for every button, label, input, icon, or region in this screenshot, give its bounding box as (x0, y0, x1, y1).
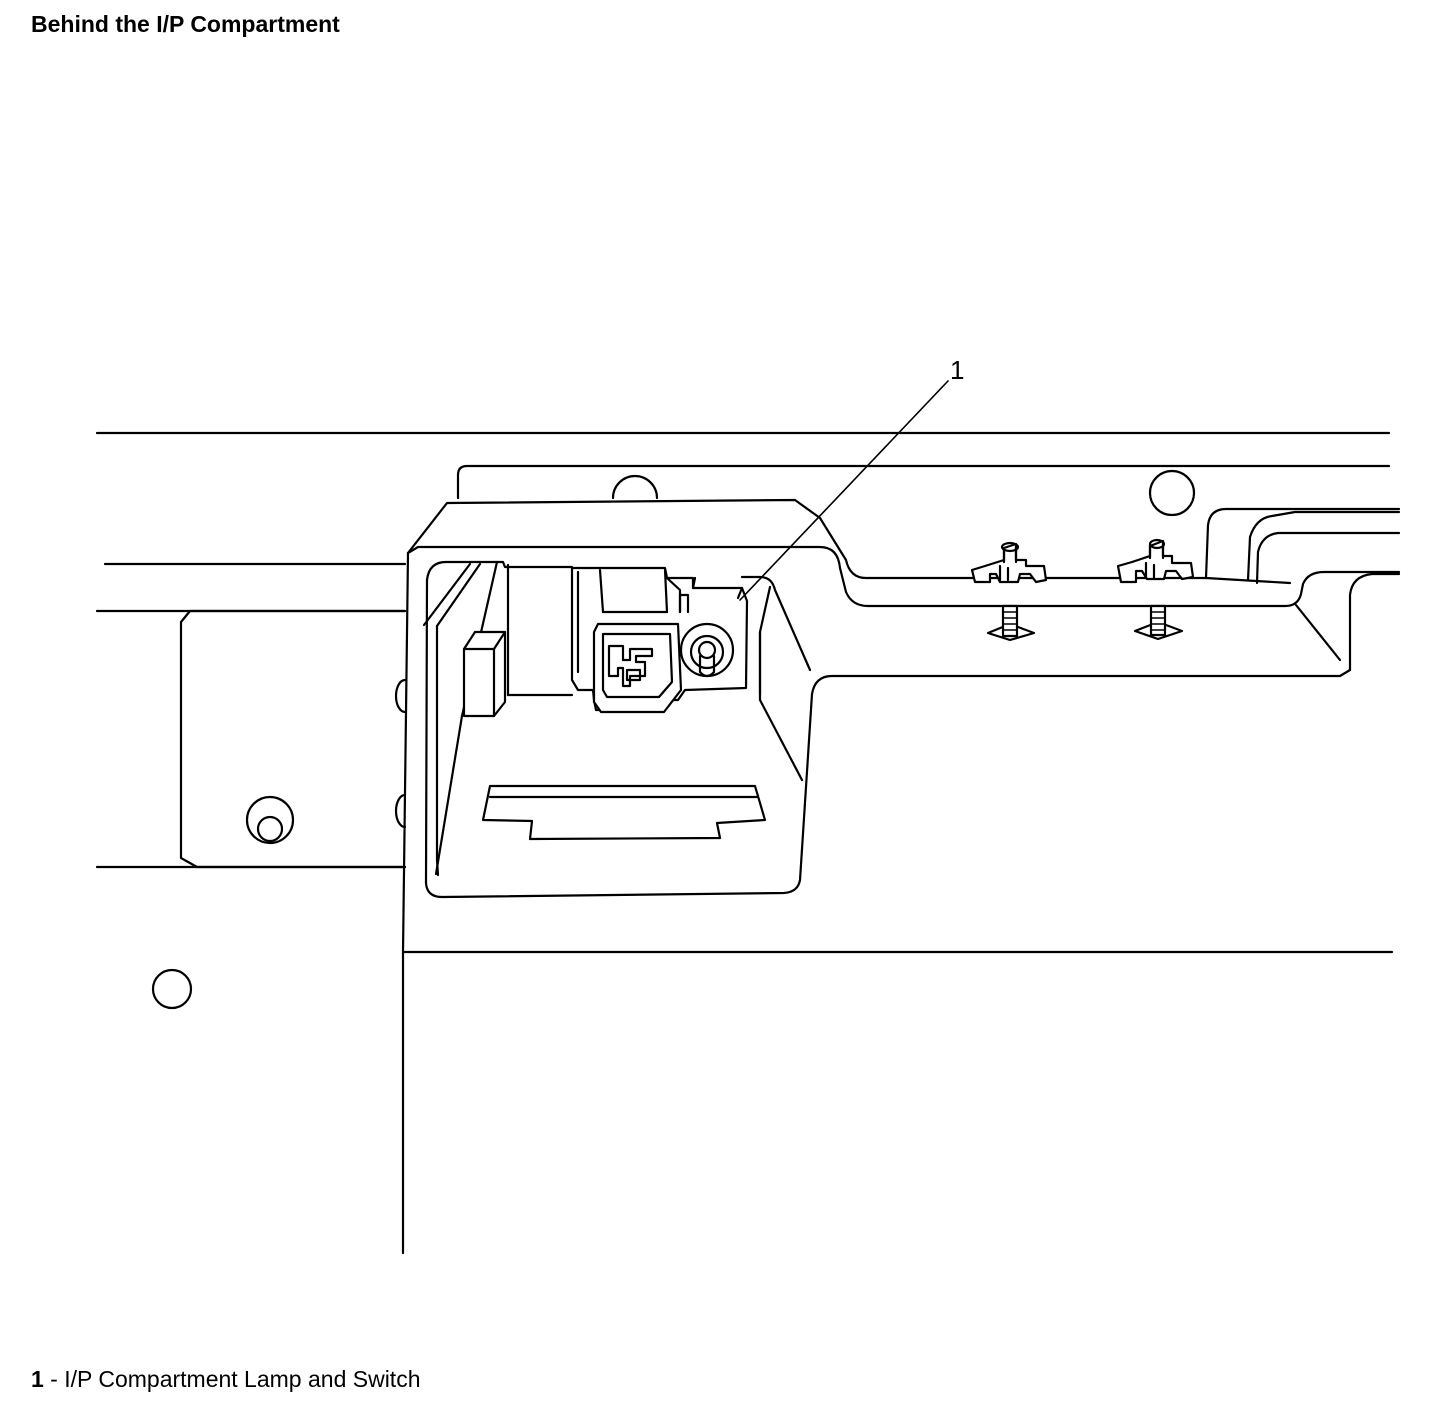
legend-separator: - (43, 1366, 65, 1392)
legend-item: 1 - I/P Compartment Lamp and Switch (31, 1364, 421, 1394)
callout-number: 1 (950, 355, 964, 385)
page-title: Behind the I/P Compartment (31, 11, 340, 37)
side-clip-block (462, 630, 507, 718)
retainer-screw-right (1133, 604, 1184, 641)
plate-bolt-hole-inner (256, 815, 284, 843)
compartment-housing (401, 498, 1401, 954)
legend-label: I/P Compartment Lamp and Switch (64, 1366, 421, 1392)
retainer-clip-left (970, 541, 1048, 584)
callout-leader-line (739, 380, 949, 601)
legend-number: 1 (31, 1366, 44, 1392)
lamp-and-switch-assembly (570, 566, 749, 714)
retainer-clip-right (1116, 538, 1195, 584)
callout-1: 1 (739, 355, 964, 601)
retainer-screw-left (986, 604, 1036, 642)
panel-edge-lines (95, 431, 1394, 1255)
switch-plunger-base (689, 634, 725, 670)
plate-bolt-hole (245, 795, 295, 845)
left-bracket-plate (179, 609, 407, 869)
retainer-hole (1148, 469, 1196, 517)
legend: 1 - I/P Compartment Lamp and Switch (31, 1364, 421, 1394)
mounting-hole (151, 968, 193, 1010)
compartment-floor-slot (481, 784, 767, 841)
upper-retainer-strip (456, 464, 1391, 517)
